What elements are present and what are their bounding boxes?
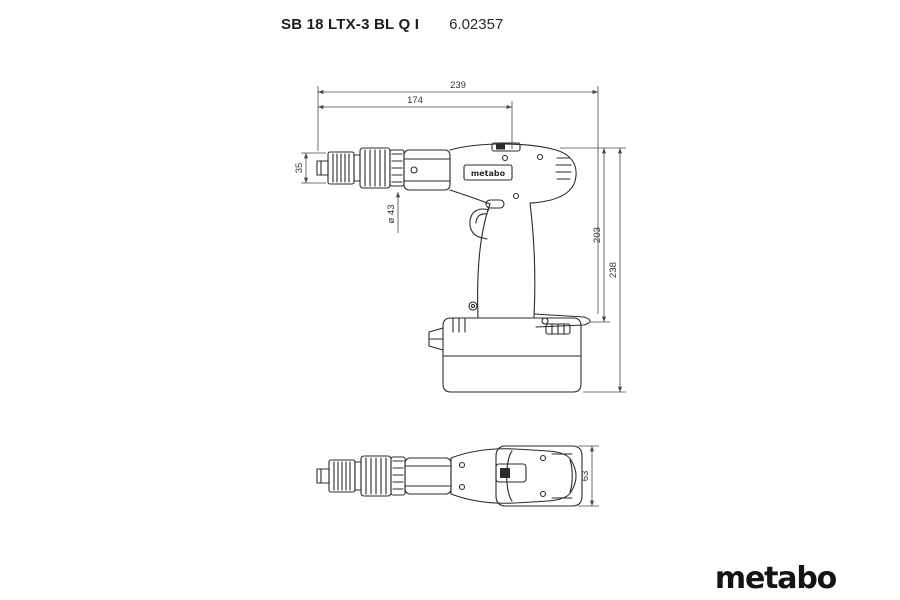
dim-overall-height xyxy=(583,148,626,393)
speed-selector xyxy=(491,142,521,152)
torque-collar xyxy=(389,149,405,187)
top-speed-selector xyxy=(495,463,527,483)
dim-housing-length-label: 174 xyxy=(407,95,423,106)
body-brand-plate xyxy=(463,164,513,181)
body-brand-label: metabo xyxy=(471,169,506,178)
trigger xyxy=(469,208,490,240)
top-view-drawing xyxy=(316,445,583,507)
metabo-logo: metabo xyxy=(714,561,837,596)
product-name: SB 18 LTX-3 BL Q I xyxy=(281,16,420,33)
led-light xyxy=(468,301,478,311)
gearbox xyxy=(403,149,451,191)
dim-overall-height-label: 238 xyxy=(608,262,619,278)
forward-reverse-switch xyxy=(485,199,505,209)
dimension-lines xyxy=(301,86,626,507)
dim-collar-diameter-label: ø 43 xyxy=(386,204,397,223)
belt-hook xyxy=(533,313,591,328)
dim-overall-length xyxy=(317,86,599,314)
battery-release-latch xyxy=(428,327,444,351)
dim-height-to-hook xyxy=(560,147,626,323)
dim-width-label: 63 xyxy=(580,471,591,482)
motor-housing xyxy=(449,142,577,205)
product-code: 6.02357 xyxy=(449,16,504,33)
dim-height-to-hook-label: 203 xyxy=(592,227,603,243)
dim-spindle-height-label: 35 xyxy=(294,163,305,174)
battery-pack xyxy=(428,317,582,393)
dim-housing-length xyxy=(318,101,513,149)
dim-overall-length-label: 239 xyxy=(450,80,466,91)
top-torque-collar xyxy=(390,456,406,496)
top-chuck-spindle xyxy=(316,468,330,484)
chuck-spindle xyxy=(316,160,329,176)
dim-spindle-height xyxy=(301,152,326,184)
side-view-drawing xyxy=(316,142,591,393)
chuck xyxy=(327,147,391,189)
dim-width xyxy=(578,445,599,507)
handle xyxy=(468,199,536,319)
top-motor-housing xyxy=(450,448,577,504)
top-battery-pack xyxy=(495,445,583,507)
top-chuck xyxy=(328,455,392,497)
top-gearbox xyxy=(404,457,452,495)
page-title: SB 18 LTX-3 BL Q I 6.02357 xyxy=(281,16,503,33)
